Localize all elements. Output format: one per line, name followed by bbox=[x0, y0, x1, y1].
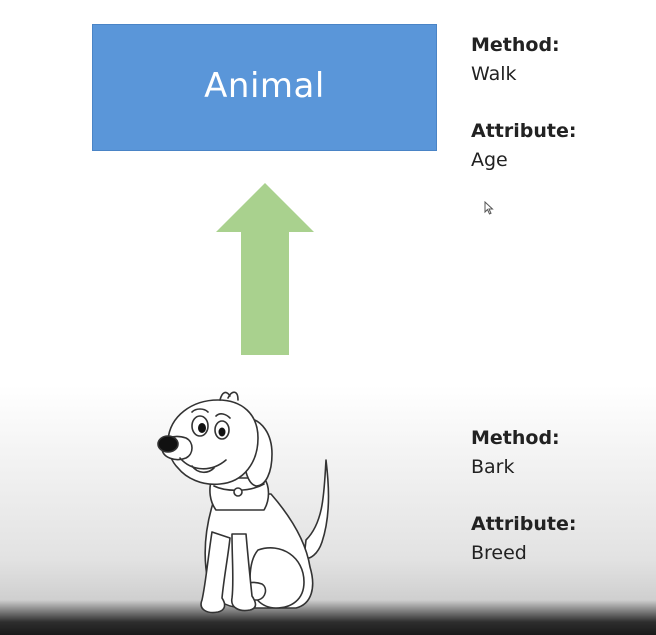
parent-method-label: Method: bbox=[471, 34, 560, 56]
parent-method-value: Walk bbox=[471, 63, 517, 85]
dog-illustration bbox=[157, 391, 330, 614]
mouse-cursor-icon bbox=[484, 201, 494, 215]
child-attribute-label: Attribute: bbox=[471, 513, 577, 535]
parent-attribute-label: Attribute: bbox=[471, 120, 577, 142]
child-attribute-value: Breed bbox=[471, 542, 527, 564]
inheritance-arrow bbox=[216, 183, 314, 355]
parent-attribute-value: Age bbox=[471, 149, 508, 171]
parent-info-panel: Method: Walk Attribute: Age bbox=[471, 31, 641, 175]
animal-class-label: Animal bbox=[204, 65, 325, 106]
animal-class-box: Animal bbox=[92, 24, 437, 151]
child-method-value: Bark bbox=[471, 456, 515, 478]
child-method-label: Method: bbox=[471, 427, 560, 449]
child-info-panel: Method: Bark Attribute: Breed bbox=[471, 424, 641, 568]
